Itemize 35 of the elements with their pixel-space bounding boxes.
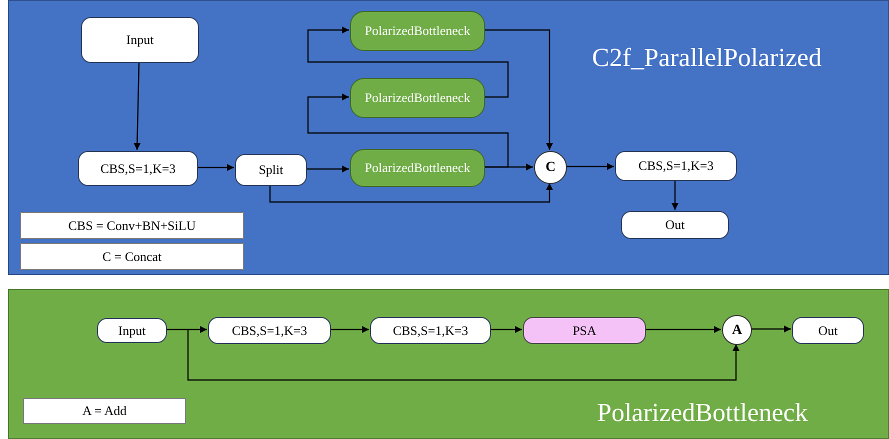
process-box: Input (97, 318, 167, 343)
process-box: Out (621, 211, 729, 239)
module-box: PolarizedBottleneck (350, 149, 485, 187)
panel-title: PolarizedBottleneck (597, 400, 808, 426)
arrow (751, 326, 791, 332)
process-box: CBS,S=1,K=3 (208, 317, 331, 344)
arrow (306, 166, 349, 172)
arrow (134, 62, 141, 150)
process-box: CBS,S=1,K=3 (615, 151, 737, 181)
panel-title: C2f_ParallelPolarized (592, 45, 822, 71)
arrow (330, 326, 369, 333)
arrow (484, 29, 553, 150)
process-box: Out (792, 317, 864, 344)
arrow (269, 183, 553, 203)
arrow (187, 330, 740, 381)
arrow (490, 326, 522, 333)
arrow (307, 94, 509, 168)
arrow (166, 326, 207, 333)
process-box: Split (235, 154, 307, 186)
legend-note: C = Concat (20, 243, 244, 270)
legend-note: CBS = Conv+BN+SiLU (20, 212, 244, 239)
arrow (566, 163, 614, 170)
panel (8, 0, 889, 275)
process-box: CBS,S=1,K=3 (370, 317, 491, 344)
psa-box: PSA (523, 317, 646, 344)
module-box: PolarizedBottleneck (350, 78, 485, 118)
arrow (197, 164, 234, 171)
module-box: PolarizedBottleneck (350, 11, 485, 51)
arrow (672, 180, 678, 210)
process-box: CBS,S=1,K=3 (78, 151, 198, 186)
arrow (645, 326, 721, 333)
arrow (307, 26, 509, 98)
process-box: Input (81, 17, 199, 63)
legend-note: A = Add (23, 398, 186, 424)
panel (8, 289, 889, 439)
